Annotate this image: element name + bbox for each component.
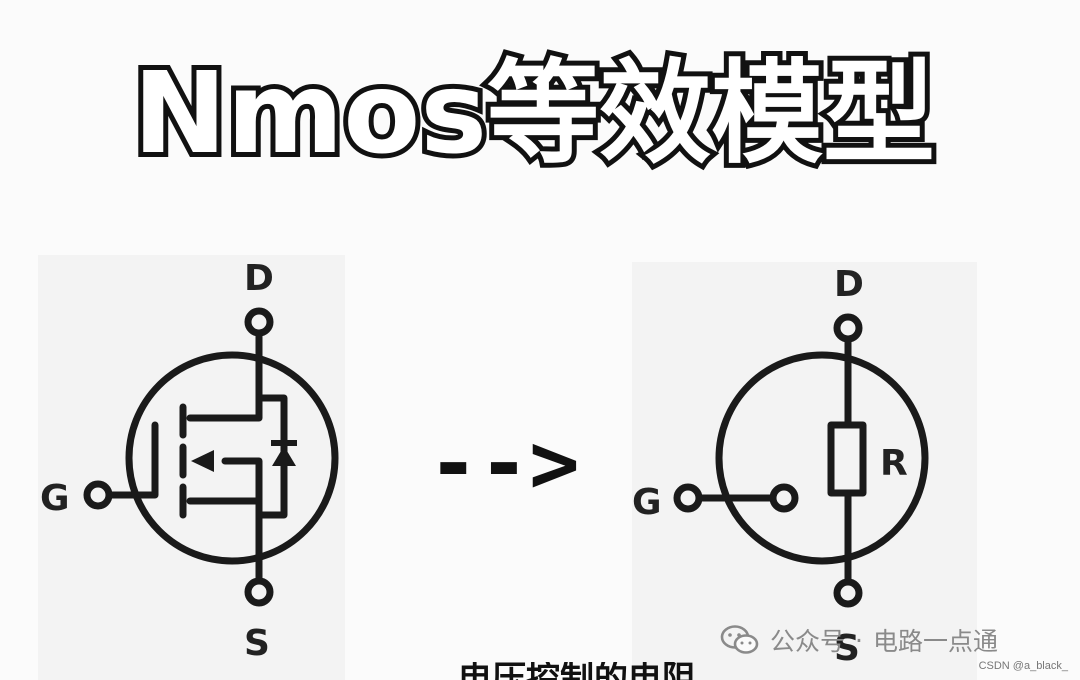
- gate-lead: [105, 421, 159, 499]
- title-svg: Nmos等效模型: [128, 44, 940, 180]
- right-pin-g-label: G: [632, 482, 662, 523]
- diode-bar-icon: [271, 440, 297, 446]
- nmos-arrows: [191, 440, 297, 472]
- partial-caption: 电压控制的电阻: [458, 662, 696, 680]
- model-body-circle: [715, 351, 929, 565]
- resistor-icon: [827, 421, 867, 497]
- nmos-symbol: [83, 307, 339, 607]
- wechat-icon: [720, 625, 759, 654]
- watermark: 公众号 · 电路一点通: [720, 620, 998, 660]
- title-banner: Nmos等效模型: [0, 30, 1080, 180]
- left-pin-s-label: S: [244, 623, 270, 664]
- diode-arrow-icon: [272, 446, 296, 466]
- channel-arrow-icon: [191, 450, 214, 472]
- model-gate-open-end: [769, 483, 799, 513]
- equivalence-arrow: -->: [428, 414, 580, 512]
- watermark-dot: ·: [855, 625, 863, 655]
- page-title: Nmos等效模型: [133, 49, 935, 179]
- body-connection: [221, 457, 263, 519]
- model-source-terminal: [833, 578, 863, 608]
- left-pin-g-label: G: [40, 478, 70, 519]
- watermark-name: 电路一点通: [872, 627, 998, 656]
- equivalent-model: [673, 313, 929, 608]
- right-pin-d-label: D: [834, 264, 864, 305]
- csdn-credit: CSDN @a_black_: [978, 660, 1068, 672]
- resistor-label: R: [880, 443, 908, 484]
- nmos-body-circle: [125, 351, 339, 565]
- drain-connection: [186, 394, 263, 422]
- left-pin-d-label: D: [244, 258, 274, 299]
- right-symbol-panel: [632, 262, 977, 680]
- right-pin-s-label: S: [834, 628, 860, 669]
- left-symbol-panel: [38, 255, 345, 680]
- watermark-prefix: 公众号: [770, 627, 846, 656]
